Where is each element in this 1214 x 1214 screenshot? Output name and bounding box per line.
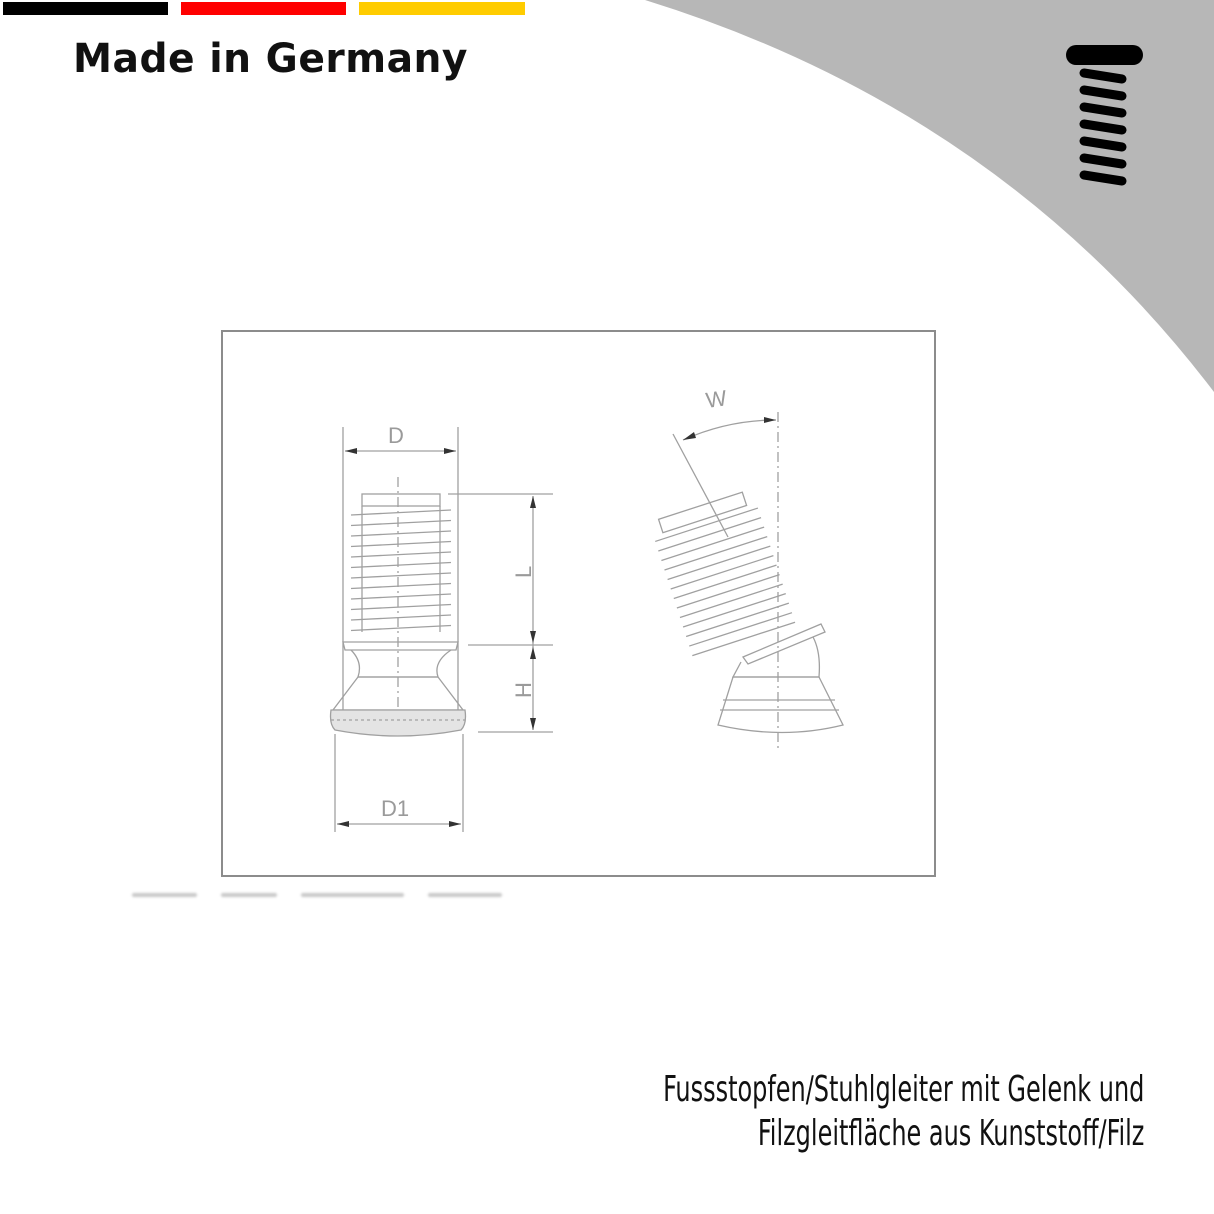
thread-line (658, 516, 762, 552)
thread-line (664, 535, 768, 571)
screw-thread (1079, 136, 1127, 152)
screw-thread (1079, 153, 1127, 169)
label-w: W (704, 385, 728, 413)
screw-thread (1079, 85, 1127, 101)
d-arrow-right (444, 448, 456, 454)
thread-line (679, 583, 783, 619)
thread-line (350, 603, 452, 611)
product-title-line2: Filzgleitfläche aus Kunststoff/Filz (757, 1113, 1144, 1154)
screw-thread (1079, 119, 1127, 135)
thread-line (350, 624, 452, 632)
thread-line (350, 614, 452, 621)
w-arc (682, 419, 777, 441)
thread-line (676, 574, 780, 609)
label-d: D (388, 423, 404, 448)
thread-line (350, 572, 452, 579)
thread-line (689, 612, 793, 647)
flag-bar-black (3, 2, 168, 15)
thread-line (350, 582, 452, 590)
label-d1: D1 (381, 796, 409, 821)
technical-drawing: D L H D1 W (329, 385, 844, 832)
straight-glide-view (329, 427, 553, 832)
screw-thread (1079, 170, 1127, 186)
flag-bar-red (181, 2, 346, 15)
screw-thread (1079, 102, 1127, 118)
thread-line (350, 593, 452, 600)
thread-line (685, 602, 790, 638)
angled-glide-view (655, 412, 844, 752)
thread-line (350, 561, 452, 569)
drawing-caption-illegible (132, 893, 502, 901)
screw-thread (1079, 68, 1127, 84)
made-in-germany-headline: Made in Germany (73, 36, 468, 82)
label-l: L (511, 566, 536, 578)
thread-line (655, 507, 759, 543)
product-title: Fussstopfen/Stuhlgleiter mit Gelenk und … (663, 1068, 1144, 1156)
thread-line (673, 564, 777, 600)
thread-line (350, 551, 452, 558)
technical-drawing-frame: D L H D1 W (221, 330, 936, 877)
thread-line (682, 593, 786, 628)
thread-line (350, 530, 452, 537)
thread-line (350, 519, 452, 527)
corner-arc-background (645, 0, 1214, 392)
felt-pad (329, 709, 467, 737)
thread-line (350, 509, 452, 516)
product-title-line1: Fussstopfen/Stuhlgleiter mit Gelenk und (662, 1069, 1144, 1110)
thread-line (661, 526, 765, 562)
thread-line (692, 621, 796, 657)
label-h: H (511, 682, 536, 698)
tilted-axis (672, 433, 729, 538)
screw-icon (1066, 45, 1143, 186)
thread-line (667, 545, 771, 581)
thread-line (670, 555, 774, 590)
flag-bar-gold (359, 2, 525, 15)
thread-line (350, 540, 452, 548)
d-arrow-left (345, 448, 357, 454)
